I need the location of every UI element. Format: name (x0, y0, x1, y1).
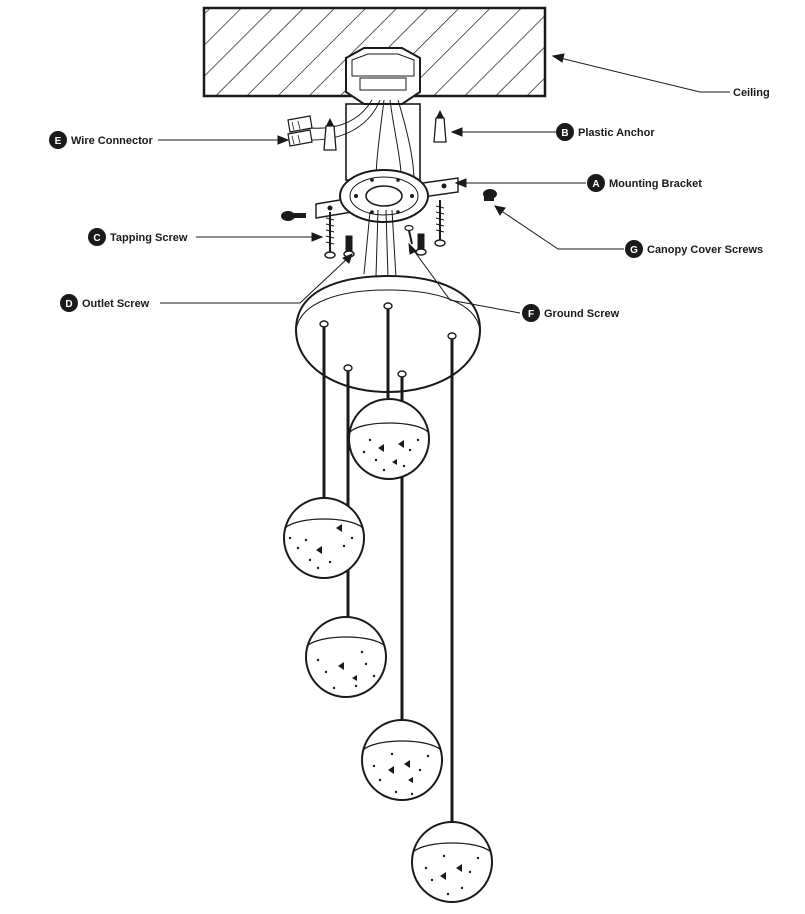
globe-2 (283, 497, 365, 579)
mounting-bracket-label: Mounting Bracket (609, 178, 702, 190)
ground-screw-label: Ground Screw (544, 308, 620, 320)
tapping-screw-icon (324, 200, 446, 259)
badge-d-letter: D (65, 299, 72, 310)
badge-f-letter: F (528, 309, 534, 320)
badge-b-letter: B (561, 128, 568, 139)
badge-e: E (49, 131, 67, 149)
badge-e-letter: E (55, 136, 62, 147)
outlet-screw-label: Outlet Screw (82, 298, 150, 310)
badge-a: A (587, 174, 605, 192)
badge-d: D (60, 294, 78, 312)
globe-5 (411, 821, 493, 903)
ceiling-label: Ceiling (733, 87, 770, 99)
tapping-screw-label: Tapping Screw (110, 232, 188, 244)
badge-g-letter: G (630, 245, 638, 256)
junction-box (345, 47, 421, 181)
outlet-screw-icon (343, 233, 427, 258)
wire-connector-icon (287, 115, 313, 147)
globe-3 (305, 616, 387, 698)
globe-4 (361, 719, 443, 801)
canopy-cover-screws-label: Canopy Cover Screws (647, 244, 763, 256)
mounting-bracket (315, 169, 459, 223)
ground-screw-icon (404, 224, 414, 245)
cord-terminals (319, 302, 457, 378)
leader-lines (158, 53, 730, 314)
badge-a-letter: A (592, 179, 599, 190)
wire-connector-label: Wire Connector (71, 135, 154, 147)
badge-c-letter: C (93, 233, 100, 244)
badge-g: G (625, 240, 643, 258)
plastic-anchor-label: Plastic Anchor (578, 127, 655, 139)
badge-b: B (556, 123, 574, 141)
canopy-cover-screw-icon (281, 189, 497, 221)
canopy-wires (363, 209, 397, 279)
globe-1 (348, 398, 430, 480)
badge-c: C (88, 228, 106, 246)
badge-f: F (522, 304, 540, 322)
plastic-anchor-icon (323, 110, 447, 151)
